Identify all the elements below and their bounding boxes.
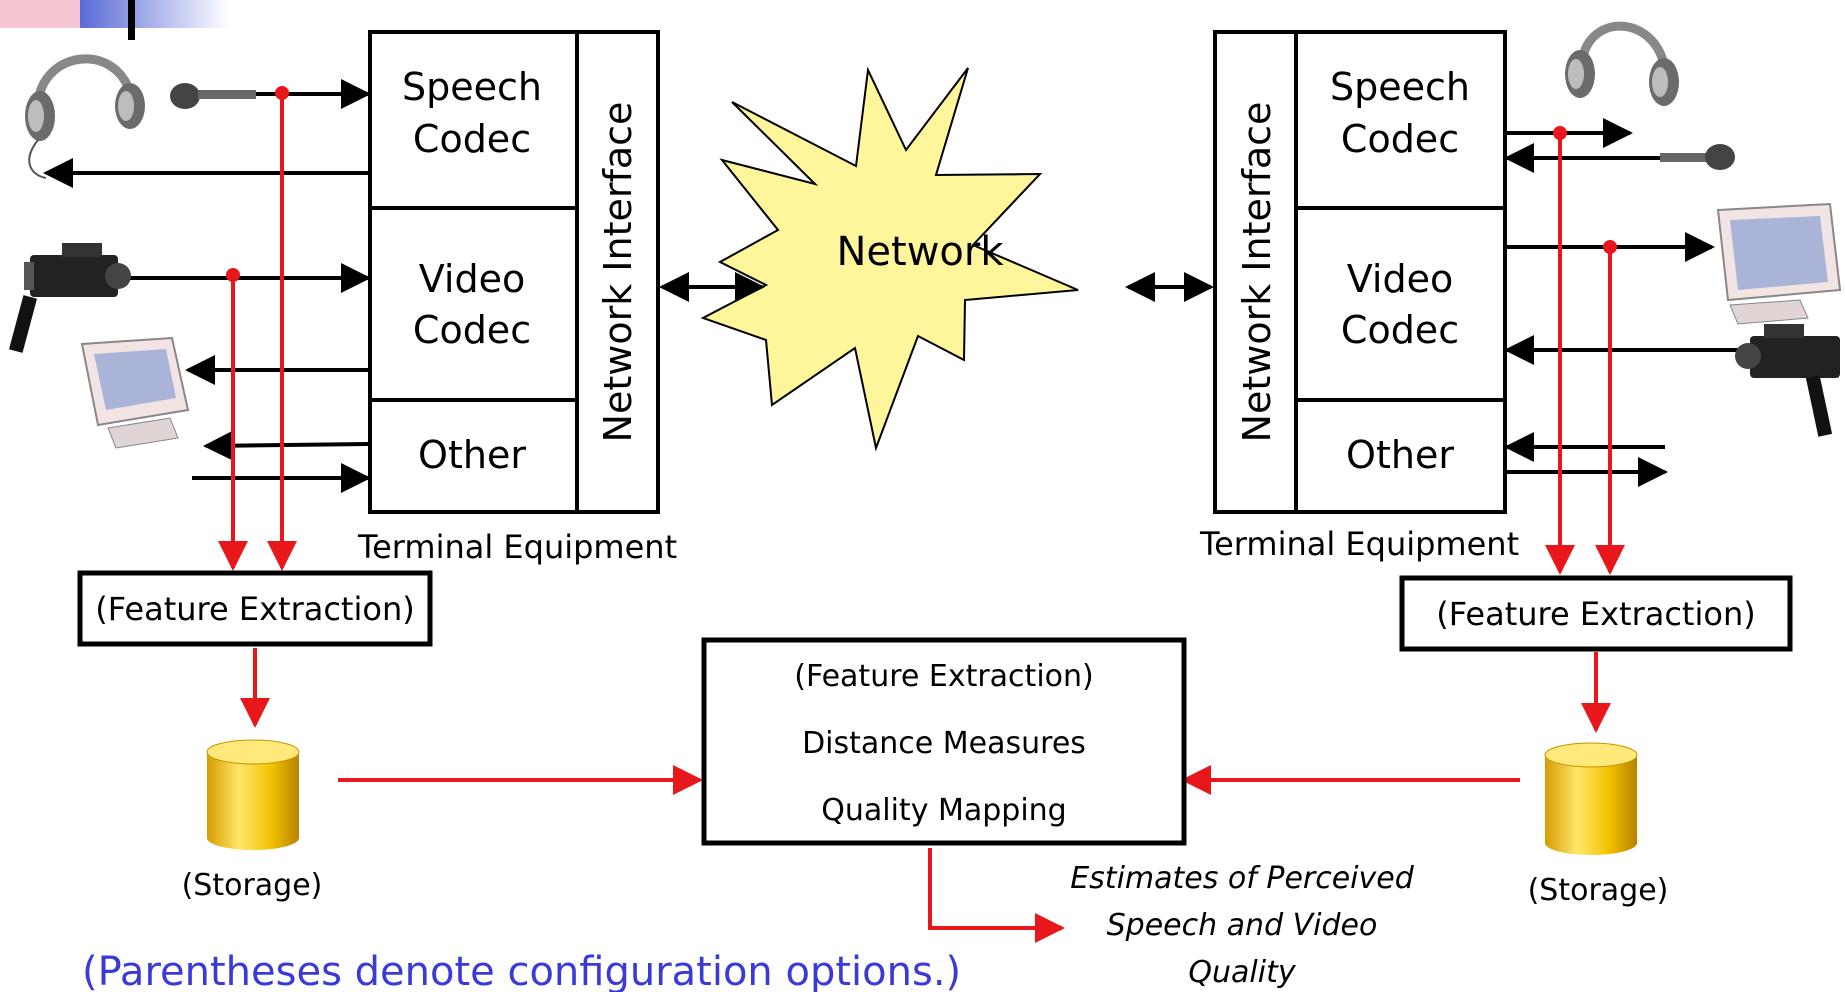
analysis-line-distance-measures: Distance Measures bbox=[802, 726, 1086, 761]
left-speech-codec-line1: Speech bbox=[402, 65, 542, 109]
estimates-caption: Estimates of Perceived Speech and Video … bbox=[1070, 861, 1415, 990]
analysis-line-quality-mapping: Quality Mapping bbox=[821, 793, 1066, 828]
right-feature-extraction-box: (Feature Extraction) bbox=[1399, 575, 1793, 652]
left-tap-lines bbox=[218, 86, 297, 571]
right-video-codec-line1: Video bbox=[1347, 257, 1453, 301]
right-terminal-caption: Terminal Equipment bbox=[1199, 525, 1519, 563]
left-feature-extraction-box: (Feature Extraction) bbox=[77, 570, 433, 647]
corner-accent bbox=[0, 0, 230, 40]
left-headphones-icon bbox=[25, 54, 145, 179]
analysis-box: (Feature Extraction) Distance Measures Q… bbox=[701, 637, 1187, 846]
left-network-interface-label: Network Interface bbox=[596, 102, 640, 443]
left-monitor-icon bbox=[80, 336, 190, 449]
right-terminal-equipment: Speech Codec Video Codec Other Network I… bbox=[1199, 30, 1519, 563]
left-video-codec-line2: Codec bbox=[413, 308, 531, 352]
left-terminal-equipment: Speech Codec Video Codec Other Network I… bbox=[357, 30, 677, 566]
right-speech-codec-line2: Codec bbox=[1341, 117, 1459, 161]
right-other-label: Other bbox=[1346, 433, 1454, 477]
right-io-arrows bbox=[1504, 118, 1745, 487]
left-storage-label: (Storage) bbox=[182, 868, 323, 903]
right-headphones-icon bbox=[1565, 21, 1679, 106]
svg-text:(Feature Extraction): (Feature Extraction) bbox=[1436, 595, 1755, 633]
svg-text:Quality: Quality bbox=[1188, 955, 1296, 990]
left-video-camera-icon bbox=[8, 243, 131, 353]
right-video-codec-line2: Codec bbox=[1341, 308, 1459, 352]
left-speech-codec-line2: Codec bbox=[413, 117, 531, 161]
right-storage-database-icon: (Storage) bbox=[1528, 742, 1669, 908]
left-video-codec-line1: Video bbox=[419, 257, 525, 301]
right-monitor-icon bbox=[1716, 202, 1842, 325]
analysis-output-arrow bbox=[928, 848, 1065, 943]
svg-text:Estimates of Perceived: Estimates of Perceived bbox=[1070, 861, 1415, 896]
right-speech-codec-line1: Speech bbox=[1330, 65, 1470, 109]
left-other-label: Other bbox=[418, 433, 526, 477]
right-tap-lines bbox=[1545, 126, 1625, 575]
network-cloud: Network bbox=[700, 66, 1079, 452]
right-microphone-icon bbox=[1660, 144, 1735, 170]
svg-text:Speech and Video: Speech and Video bbox=[1107, 908, 1378, 943]
left-storage-database-icon: (Storage) bbox=[182, 739, 323, 903]
right-video-camera-icon bbox=[1735, 324, 1840, 437]
right-network-interface-label: Network Interface bbox=[1235, 102, 1279, 443]
network-label: Network bbox=[836, 229, 1004, 275]
svg-text:(Feature Extraction): (Feature Extraction) bbox=[95, 590, 414, 628]
right-storage-label: (Storage) bbox=[1528, 873, 1669, 908]
analysis-line-feature-extraction: (Feature Extraction) bbox=[794, 659, 1093, 694]
left-microphone-icon bbox=[170, 83, 256, 109]
configuration-footnote: (Parentheses denote configuration option… bbox=[82, 949, 961, 992]
left-terminal-caption: Terminal Equipment bbox=[357, 528, 677, 566]
